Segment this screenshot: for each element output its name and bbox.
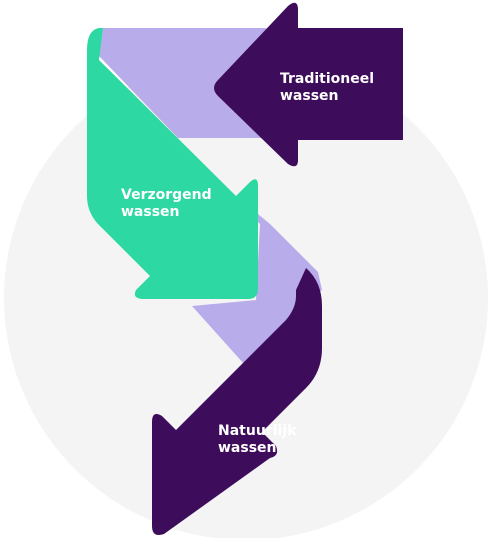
label-natuurlijk-line2: wassen [218,440,277,456]
label-natuurlijk-line1: Natuurlijk [218,423,297,439]
label-traditioneel-line2: wassen [280,88,339,104]
label-verzorgend-line2: wassen [121,204,180,220]
label-natuurlijk: Natuurlijk wassen [218,423,301,456]
arrow-traditioneel [214,2,403,167]
arrow-verzorgend [87,28,258,299]
arrow-natuurlijk [152,268,322,535]
label-verzorgend: Verzorgend wassen [121,187,217,220]
label-traditioneel: Traditioneel wassen [280,71,379,104]
label-traditioneel-line1: Traditioneel [280,71,374,87]
label-verzorgend-line1: Verzorgend [121,187,212,203]
